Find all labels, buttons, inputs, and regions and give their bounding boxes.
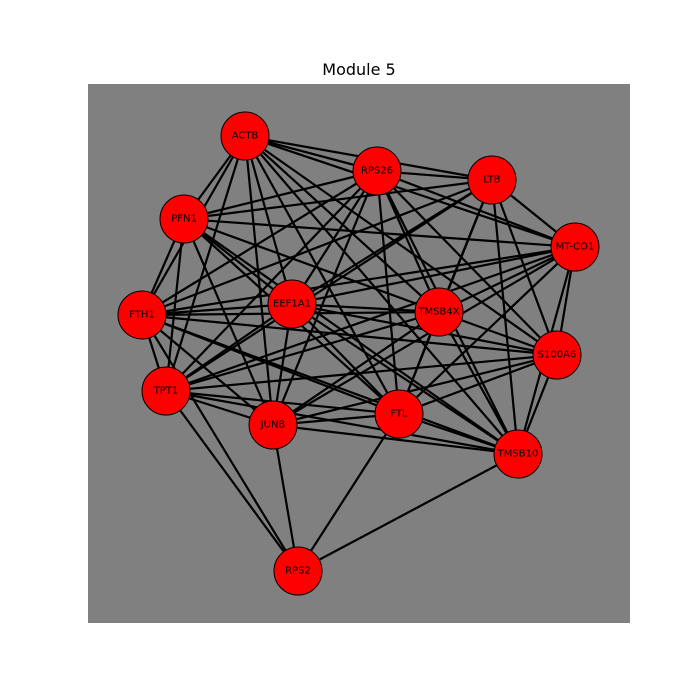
edge-junb-rps2 — [271, 424, 300, 572]
node-label: EEF1A1 — [273, 299, 311, 310]
node-label: TMSB10 — [497, 449, 539, 460]
node-label: MT-CO1 — [556, 242, 595, 253]
node-circle — [414, 287, 464, 337]
node-tmsb4x: TMSB4X — [414, 287, 464, 337]
node-label: RPS26 — [361, 166, 393, 177]
edge-s100a6-ftl — [398, 353, 558, 416]
edge-ftl-rps2 — [297, 413, 400, 572]
node-label: FTH1 — [129, 310, 155, 321]
edge-tmsb4x-junb — [272, 311, 440, 426]
node-circle — [532, 330, 582, 380]
edge-rps26-fth1 — [141, 170, 378, 316]
edge-tmsb10-rps2 — [297, 453, 519, 572]
edge-eef1a1-ftl — [291, 303, 400, 415]
node-s100a6: S100A6 — [532, 330, 582, 380]
node-mt-co1: MT-CO1 — [550, 222, 600, 272]
node-label: TMSB4X — [417, 307, 459, 318]
node-label: ACTB — [232, 131, 259, 142]
edge-rps26-pfn1 — [183, 169, 378, 221]
edge-actb-junb — [243, 135, 275, 426]
edge-actb-mt-co1 — [244, 134, 576, 249]
node-ftl: FTL — [374, 389, 424, 439]
node-circle — [493, 429, 543, 479]
edge-eef1a1-tpt1 — [165, 303, 293, 392]
edge-rps26-tmsb4x — [375, 170, 441, 313]
edge-actb-tpt1 — [164, 135, 247, 392]
edge-eef1a1-tmsb10 — [291, 303, 519, 455]
edge-fth1-s100a6 — [141, 313, 558, 357]
edge-mt-co1-fth1 — [141, 245, 576, 317]
node-junb: JUNB — [248, 400, 298, 450]
edge-tpt1-rps2 — [165, 390, 299, 572]
node-label: TPT1 — [153, 386, 179, 397]
node-circle — [467, 155, 517, 205]
node-label: JUNB — [260, 420, 286, 431]
edge-pfn1-tmsb4x — [183, 217, 440, 314]
node-label: FTL — [390, 409, 408, 420]
figure-title: Module 5 — [322, 60, 396, 79]
node-circle — [374, 389, 424, 439]
edge-s100a6-tpt1 — [165, 353, 558, 393]
edge-mt-co1-tmsb4x — [438, 246, 576, 313]
edge-ltb-tmsb10 — [490, 179, 520, 455]
node-label: S100A6 — [538, 350, 577, 361]
node-circle — [159, 194, 209, 244]
edge-eef1a1-tmsb4x — [291, 302, 440, 314]
edge-mt-co1-eef1a1 — [291, 245, 576, 306]
node-tpt1: TPT1 — [141, 366, 191, 416]
edge-ltb-pfn1 — [183, 178, 493, 221]
edge-actb-eef1a1 — [243, 135, 294, 305]
edge-pfn1-tpt1 — [164, 218, 186, 392]
edge-pfn1-mt-co1 — [183, 217, 576, 249]
edge-fth1-rps2 — [141, 314, 299, 572]
edge-tmsb4x-tmsb10 — [438, 311, 519, 455]
edge-pfn1-junb — [182, 218, 275, 426]
edge-rps26-mt-co1 — [376, 169, 576, 249]
edge-fth1-tmsb10 — [141, 313, 519, 456]
node-rps26: RPS26 — [352, 146, 402, 196]
node-circle — [267, 279, 317, 329]
node-circle — [141, 366, 191, 416]
node-circle — [273, 546, 323, 596]
node-label: PFN1 — [171, 214, 197, 225]
node-rps2: RPS2 — [273, 546, 323, 596]
edge-s100a6-junb — [272, 353, 558, 427]
node-circle — [248, 400, 298, 450]
node-circle — [117, 290, 167, 340]
edge-tpt1-tmsb10 — [165, 389, 519, 456]
edge-mt-co1-junb — [272, 246, 576, 426]
edge-tmsb4x-tpt1 — [165, 310, 440, 393]
node-eef1a1: EEF1A1 — [267, 279, 317, 329]
node-tmsb10: TMSB10 — [493, 429, 543, 479]
edge-ltb-fth1 — [141, 178, 493, 317]
node-pfn1: PFN1 — [159, 194, 209, 244]
edge-junb-tmsb10 — [272, 423, 519, 456]
edge-actb-ftl — [244, 135, 400, 415]
node-ltb: LTB — [467, 155, 517, 205]
node-label: LTB — [483, 175, 500, 186]
node-label: RPS2 — [285, 566, 311, 577]
node-circle — [550, 222, 600, 272]
node-circle — [220, 111, 270, 161]
edge-rps26-eef1a1 — [291, 170, 378, 305]
edge-fth1-eef1a1 — [141, 302, 293, 317]
node-actb: ACTB — [220, 111, 270, 161]
node-circle — [352, 146, 402, 196]
edge-actb-tmsb10 — [244, 135, 519, 455]
node-fth1: FTH1 — [117, 290, 167, 340]
edge-ltb-s100a6 — [490, 179, 559, 356]
